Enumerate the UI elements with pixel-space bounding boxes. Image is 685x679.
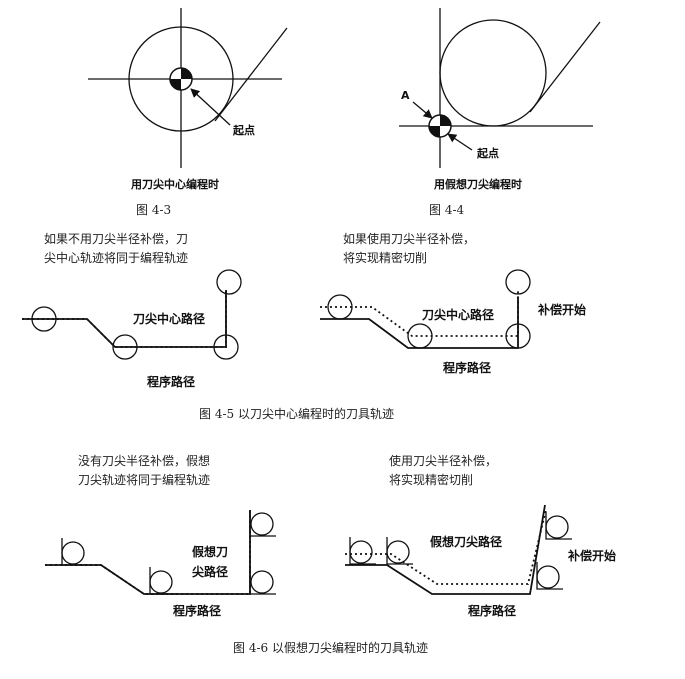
- fig43-caption: 图 4-3: [136, 203, 171, 217]
- tool-circle: [31, 306, 57, 332]
- start-arrow: [447, 133, 473, 151]
- fig45-note-right-line2: 将实现精密切削: [343, 250, 427, 265]
- start-point-label: 起点: [232, 123, 255, 137]
- tool-insert: [536, 562, 563, 590]
- tool-circle: [439, 19, 547, 127]
- tip-path-label-line1: 假想刀: [192, 544, 228, 559]
- program-path-label: 程序路径: [147, 374, 195, 389]
- imaginary-tip-path-line: [45, 510, 251, 595]
- figure-4-5: 如果不用刀尖半径补偿，刀 尖中心轨迹将同于编程轨迹 如果使用刀尖半径补偿， 将实…: [22, 231, 586, 421]
- fig46-caption: 图 4-6 以假想刀尖编程时的刀具轨迹: [233, 640, 428, 655]
- tool-tip-symbol: [428, 114, 452, 138]
- tangent-line: [529, 21, 601, 113]
- fig45-right-diagram: 刀尖中心路径 补偿开始 程序路径: [320, 269, 586, 375]
- program-path-line: [22, 290, 227, 348]
- imaginary-tip-path-line: [345, 509, 547, 585]
- comp-start-label: 补偿开始: [537, 302, 586, 317]
- fig46-right-diagram: 假想刀尖路径 补偿开始 程序路径: [345, 504, 616, 618]
- tool-circle: [216, 269, 242, 295]
- fig46-note-right-line2: 将实现精密切削: [389, 472, 473, 487]
- point-a-arrow: [412, 101, 433, 119]
- fig43-subtitle: 用刀尖中心编程时: [131, 177, 219, 191]
- point-a-label: A: [401, 89, 410, 102]
- tool-tip-center-symbol: [169, 67, 193, 91]
- fig44-caption: 图 4-4: [429, 203, 465, 217]
- tool-circle: [213, 334, 239, 360]
- tool-insert: [386, 537, 413, 565]
- tool-insert: [149, 567, 176, 595]
- fig46-note-right-line1: 使用刀尖半径补偿，: [389, 453, 497, 468]
- fig45-note-left-line1: 如果不用刀尖半径补偿，刀: [44, 231, 188, 246]
- tool-insert: [349, 537, 376, 565]
- fig45-left-diagram: 刀尖中心路径 程序路径: [22, 269, 242, 389]
- tool-circle: [505, 269, 531, 295]
- center-path-label: 刀尖中心路径: [133, 311, 205, 326]
- tool-circle: [128, 26, 234, 132]
- tangent-line: [214, 27, 288, 122]
- program-path-label: 程序路径: [443, 360, 491, 375]
- figure-4-6: 没有刀尖半径补偿，假想 刀尖轨迹将同于编程轨迹 使用刀尖半径补偿， 将实现精密切…: [45, 453, 616, 655]
- fig46-note-left-line1: 没有刀尖半径补偿，假想: [78, 453, 210, 468]
- tool-center-path-line: [320, 290, 519, 337]
- center-path-label: 刀尖中心路径: [422, 307, 494, 322]
- fig46-note-left-line2: 刀尖轨迹将同于编程轨迹: [78, 472, 210, 487]
- tip-path-label-line2: 尖路径: [192, 564, 228, 579]
- start-point-label: 起点: [476, 146, 499, 160]
- start-arrow: [190, 88, 231, 126]
- tip-path-label: 假想刀尖路径: [430, 534, 502, 549]
- tool-insert: [545, 512, 572, 540]
- figure-4-4: A 起点 用假想刀尖编程时 图 4-4: [399, 8, 601, 217]
- tool-circle: [407, 323, 433, 349]
- tool-circle: [505, 323, 531, 349]
- tool-insert: [61, 538, 88, 566]
- program-path-line: [320, 297, 519, 349]
- program-path-label: 程序路径: [468, 603, 516, 618]
- fig45-note-left-line2: 尖中心轨迹将同于编程轨迹: [44, 250, 188, 265]
- fig45-note-right-line1: 如果使用刀尖半径补偿，: [343, 231, 475, 246]
- program-path-line: [345, 504, 546, 595]
- tool-circle: [327, 294, 353, 320]
- fig45-caption: 图 4-5 以刀尖中心编程时的刀具轨迹: [199, 406, 394, 421]
- tool-circle: [112, 334, 138, 360]
- fig46-left-diagram: 假想刀 尖路径 程序路径: [45, 510, 276, 618]
- figure-4-3: 起点 用刀尖中心编程时 图 4-3: [88, 8, 288, 217]
- tool-insert: [249, 510, 276, 537]
- fig44-subtitle: 用假想刀尖编程时: [434, 177, 522, 191]
- comp-start-label: 补偿开始: [567, 548, 616, 563]
- tool-insert: [249, 567, 276, 595]
- program-path-label: 程序路径: [173, 603, 221, 618]
